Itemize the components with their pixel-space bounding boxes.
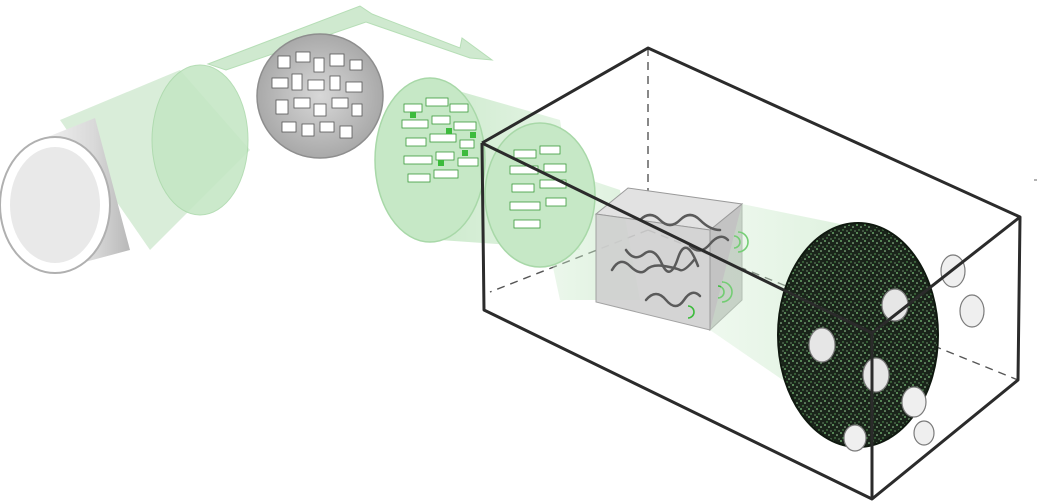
port-hole bbox=[901, 386, 927, 418]
source-cylinder-icon bbox=[0, 64, 250, 274]
block-grid-icon bbox=[256, 33, 384, 159]
port-hole bbox=[913, 420, 935, 446]
detector-icon bbox=[777, 222, 939, 448]
port-hole bbox=[843, 424, 867, 452]
port-holes bbox=[843, 254, 985, 452]
port-hole bbox=[959, 294, 985, 328]
enclosure-box-front bbox=[480, 46, 1022, 501]
